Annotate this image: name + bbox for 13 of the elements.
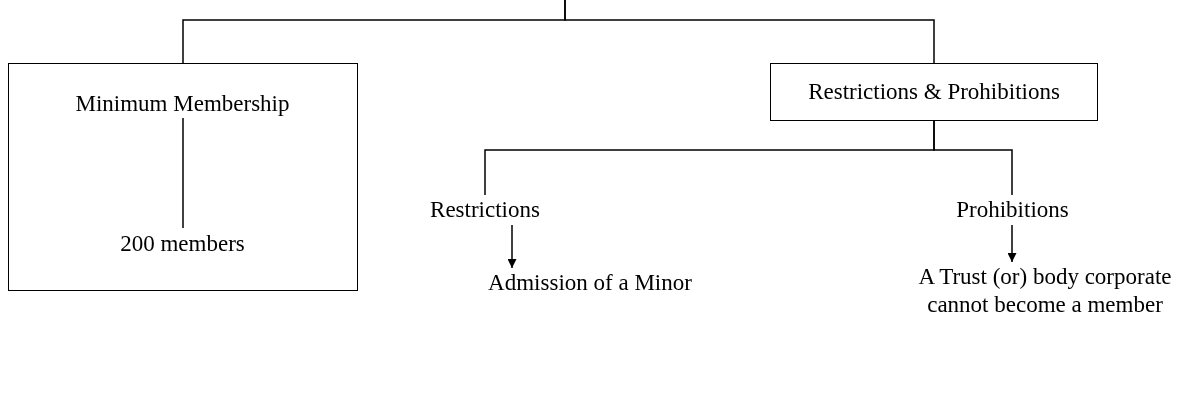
node-label: Admission of a Minor: [470, 268, 710, 298]
category-box: Restrictions & Prohibitions: [770, 63, 1098, 121]
node-label: 200 members: [9, 229, 356, 259]
node-label: Prohibitions: [930, 195, 1095, 225]
connector-line: [182, 117, 184, 229]
group-box: [8, 63, 358, 291]
node-label: Minimum Membership: [9, 89, 356, 119]
node-label: Restrictions: [400, 195, 570, 225]
arrow: [507, 224, 517, 269]
node-label: A Trust (or) body corporate cannot become a member: [900, 262, 1190, 320]
connector-line: [564, 0, 935, 64]
arrow: [1007, 224, 1017, 263]
connector-line: [933, 120, 1013, 196]
